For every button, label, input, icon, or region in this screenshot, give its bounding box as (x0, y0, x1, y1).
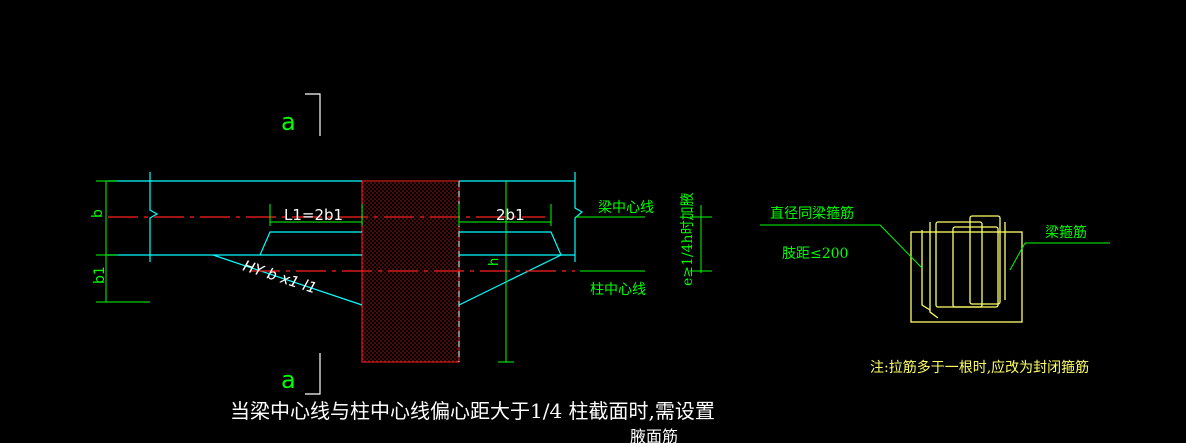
stirrup-diameter-label: 直径同梁箍筋 (770, 205, 854, 222)
stirrup-detail (910, 215, 1023, 323)
section-title-partial: 腋面筋 (630, 427, 678, 443)
stirrup-leaders (760, 224, 1110, 271)
section-mark-top: a (281, 93, 321, 136)
dim-b1-label: b1 (92, 266, 108, 284)
beam-centerline-label: 梁中心线 (598, 200, 654, 216)
haunch-note: HY b x1 l1 (241, 257, 319, 298)
caption: 当梁中心线与柱中心线偏心距大于1/4 柱截面时,需设置 (230, 399, 715, 423)
dim-h-label: h (487, 258, 502, 266)
eccentricity-note: e≥1/4h时加腋 (680, 192, 696, 286)
beam-stirrup-label: 梁箍筋 (1045, 224, 1087, 241)
section-mark-bottom: a (281, 353, 321, 395)
spacing-label: 肢距≤200 (782, 246, 848, 262)
section-mark-bottom-label: a (281, 366, 296, 394)
tie-note: 注:拉筋多于一根时,应改为封闭箍筋 (870, 359, 1089, 376)
dim-l1-right-label: 2b1 (496, 206, 525, 224)
beam-outline (108, 172, 584, 306)
section-mark-top-label: a (281, 108, 296, 136)
column-centerline-label: 柱中心线 (590, 282, 646, 298)
dimension-lines (96, 180, 712, 363)
dim-l1-left-label: L1=2b1 (284, 206, 343, 224)
dim-b-label: b (90, 209, 106, 218)
